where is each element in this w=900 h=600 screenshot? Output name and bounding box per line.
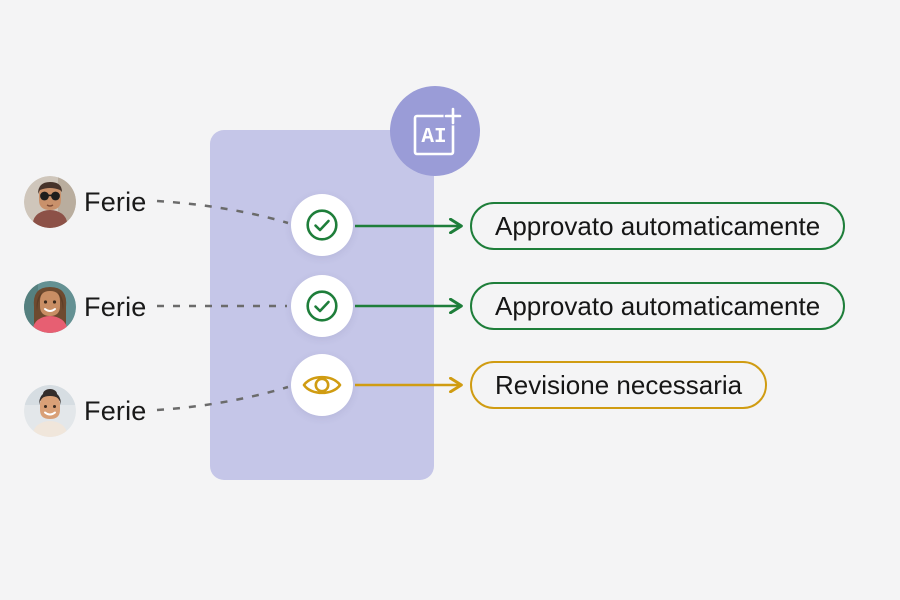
request-label-row1: Ferie xyxy=(84,187,147,217)
status-approved-row2 xyxy=(291,275,353,337)
status-needs-review-row3 xyxy=(291,354,353,416)
result-pill-row3: Revisione necessaria xyxy=(470,361,768,409)
request-label-row3: Ferie xyxy=(84,396,147,426)
result-label-row1: Approvato automaticamente xyxy=(495,210,821,241)
request-label-row2: Ferie xyxy=(84,292,147,322)
result-label-row3: Revisione necessaria xyxy=(495,369,743,400)
avatar-smiling-woman xyxy=(24,281,76,333)
result-pill-row2: Approvato automaticamente xyxy=(470,282,846,330)
check-circle-icon xyxy=(306,209,338,241)
check-circle-icon xyxy=(306,290,338,322)
status-approved-row1 xyxy=(291,194,353,256)
result-pill-row1: Approvato automaticamente xyxy=(470,202,846,250)
avatar-man-with-sunglasses xyxy=(24,176,76,228)
ai-badge: AI xyxy=(390,86,480,176)
ai-badge-label: AI xyxy=(421,126,446,149)
avatar-woman-dark-hair xyxy=(24,385,76,437)
ai-plus-icon: AI xyxy=(413,106,463,156)
eye-icon xyxy=(302,375,342,395)
result-label-row2: Approvato automaticamente xyxy=(495,290,821,321)
